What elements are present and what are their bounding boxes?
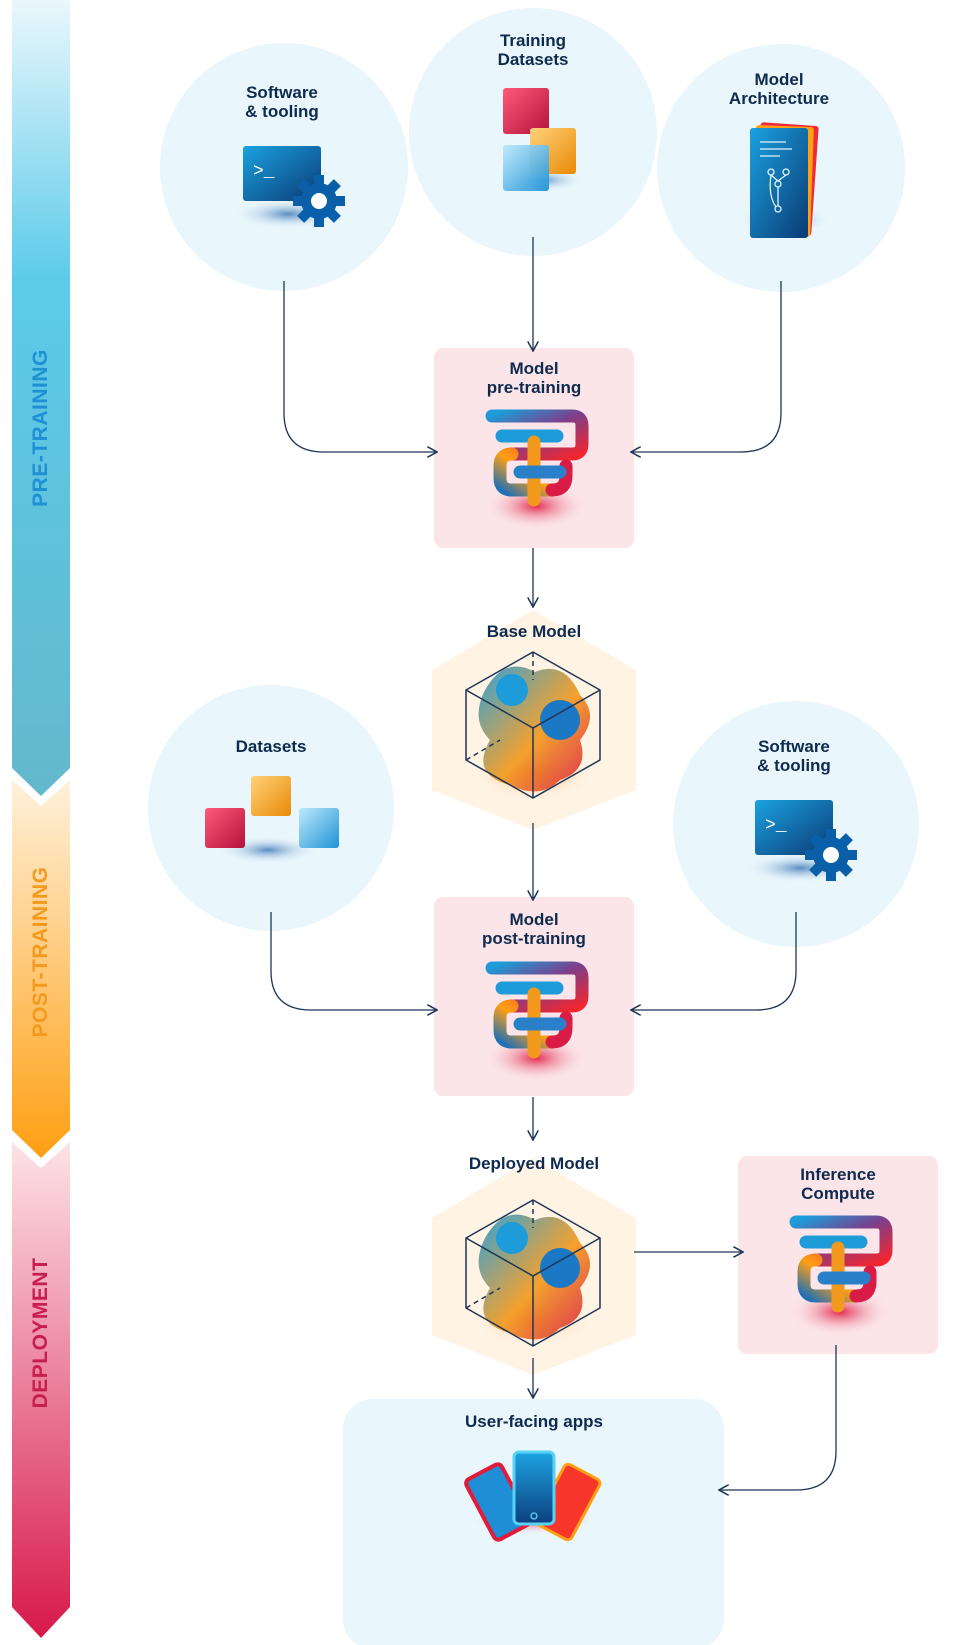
phase-bar-pretraining <box>12 0 70 796</box>
phase-bar-posttraining <box>12 780 70 1158</box>
label-deployed-model: Deployed Model <box>468 1154 600 1173</box>
label-line: pre-training <box>486 378 582 397</box>
terminal-prompt-icon: >_ <box>765 816 787 836</box>
datasets-cubes-icon <box>495 88 585 192</box>
label-line: Model <box>509 359 559 378</box>
label-datasets: Datasets <box>235 737 307 756</box>
document-icon <box>740 122 830 238</box>
phase-bar-deployment <box>12 1142 70 1638</box>
datasets-cubes-icon-post <box>205 776 339 864</box>
label-line: post-training <box>482 929 586 948</box>
pipes-icon <box>484 409 589 530</box>
gear-icon <box>293 175 345 227</box>
label-line: Model <box>509 910 559 929</box>
label-software-tooling-post: Software & tooling <box>724 737 864 775</box>
arrow-datasets-to-posttraining <box>270 912 437 1010</box>
arrow-inference-to-apps <box>719 1345 837 1490</box>
base-model-cube-icon <box>465 651 601 801</box>
terminal-gear-icon: >_ <box>233 146 345 229</box>
terminal-gear-icon-post: >_ <box>745 800 857 883</box>
arrow-software-to-posttraining <box>631 912 797 1010</box>
connectors <box>270 237 837 1490</box>
pipes-icon-post <box>484 961 589 1082</box>
phones-icon <box>464 1450 602 1542</box>
label-inference-compute: Inference Compute <box>763 1165 913 1203</box>
label-line: Software <box>758 737 830 756</box>
label-line: Inference <box>800 1165 876 1184</box>
deployed-model-cube-icon <box>465 1199 601 1347</box>
label-line: Architecture <box>728 89 830 108</box>
label-model-pretraining: Model pre-training <box>459 359 609 397</box>
arrow-software-to-pretraining <box>283 281 437 452</box>
label-line: & tooling <box>757 756 831 775</box>
label-base-model: Base Model <box>486 622 582 641</box>
terminal-prompt-icon: >_ <box>253 162 275 182</box>
phase-label-deployment: DEPLOYMENT <box>29 1257 52 1409</box>
label-line: Compute <box>801 1184 875 1203</box>
label-line: Software <box>246 83 318 102</box>
label-model-posttraining: Model post-training <box>459 910 609 948</box>
phase-label-posttraining: POST-TRAINING <box>29 866 52 1038</box>
phase-label-pretraining: PRE-TRAINING <box>29 349 52 507</box>
pipes-icon-inference <box>788 1215 893 1336</box>
arrow-architecture-to-pretraining <box>631 281 782 452</box>
label-line: Training <box>499 31 567 50</box>
phase-bar <box>12 0 70 1638</box>
label-software-tooling-pre: Software & tooling <box>212 83 352 121</box>
label-line: Model <box>754 70 804 89</box>
gear-icon <box>805 829 857 881</box>
label-model-architecture: Model Architecture <box>704 70 854 108</box>
label-line: & tooling <box>245 102 319 121</box>
label-user-facing-apps: User-facing apps <box>465 1412 603 1431</box>
label-training-datasets: Training Datasets <box>463 31 603 69</box>
label-line: Datasets <box>497 50 569 69</box>
